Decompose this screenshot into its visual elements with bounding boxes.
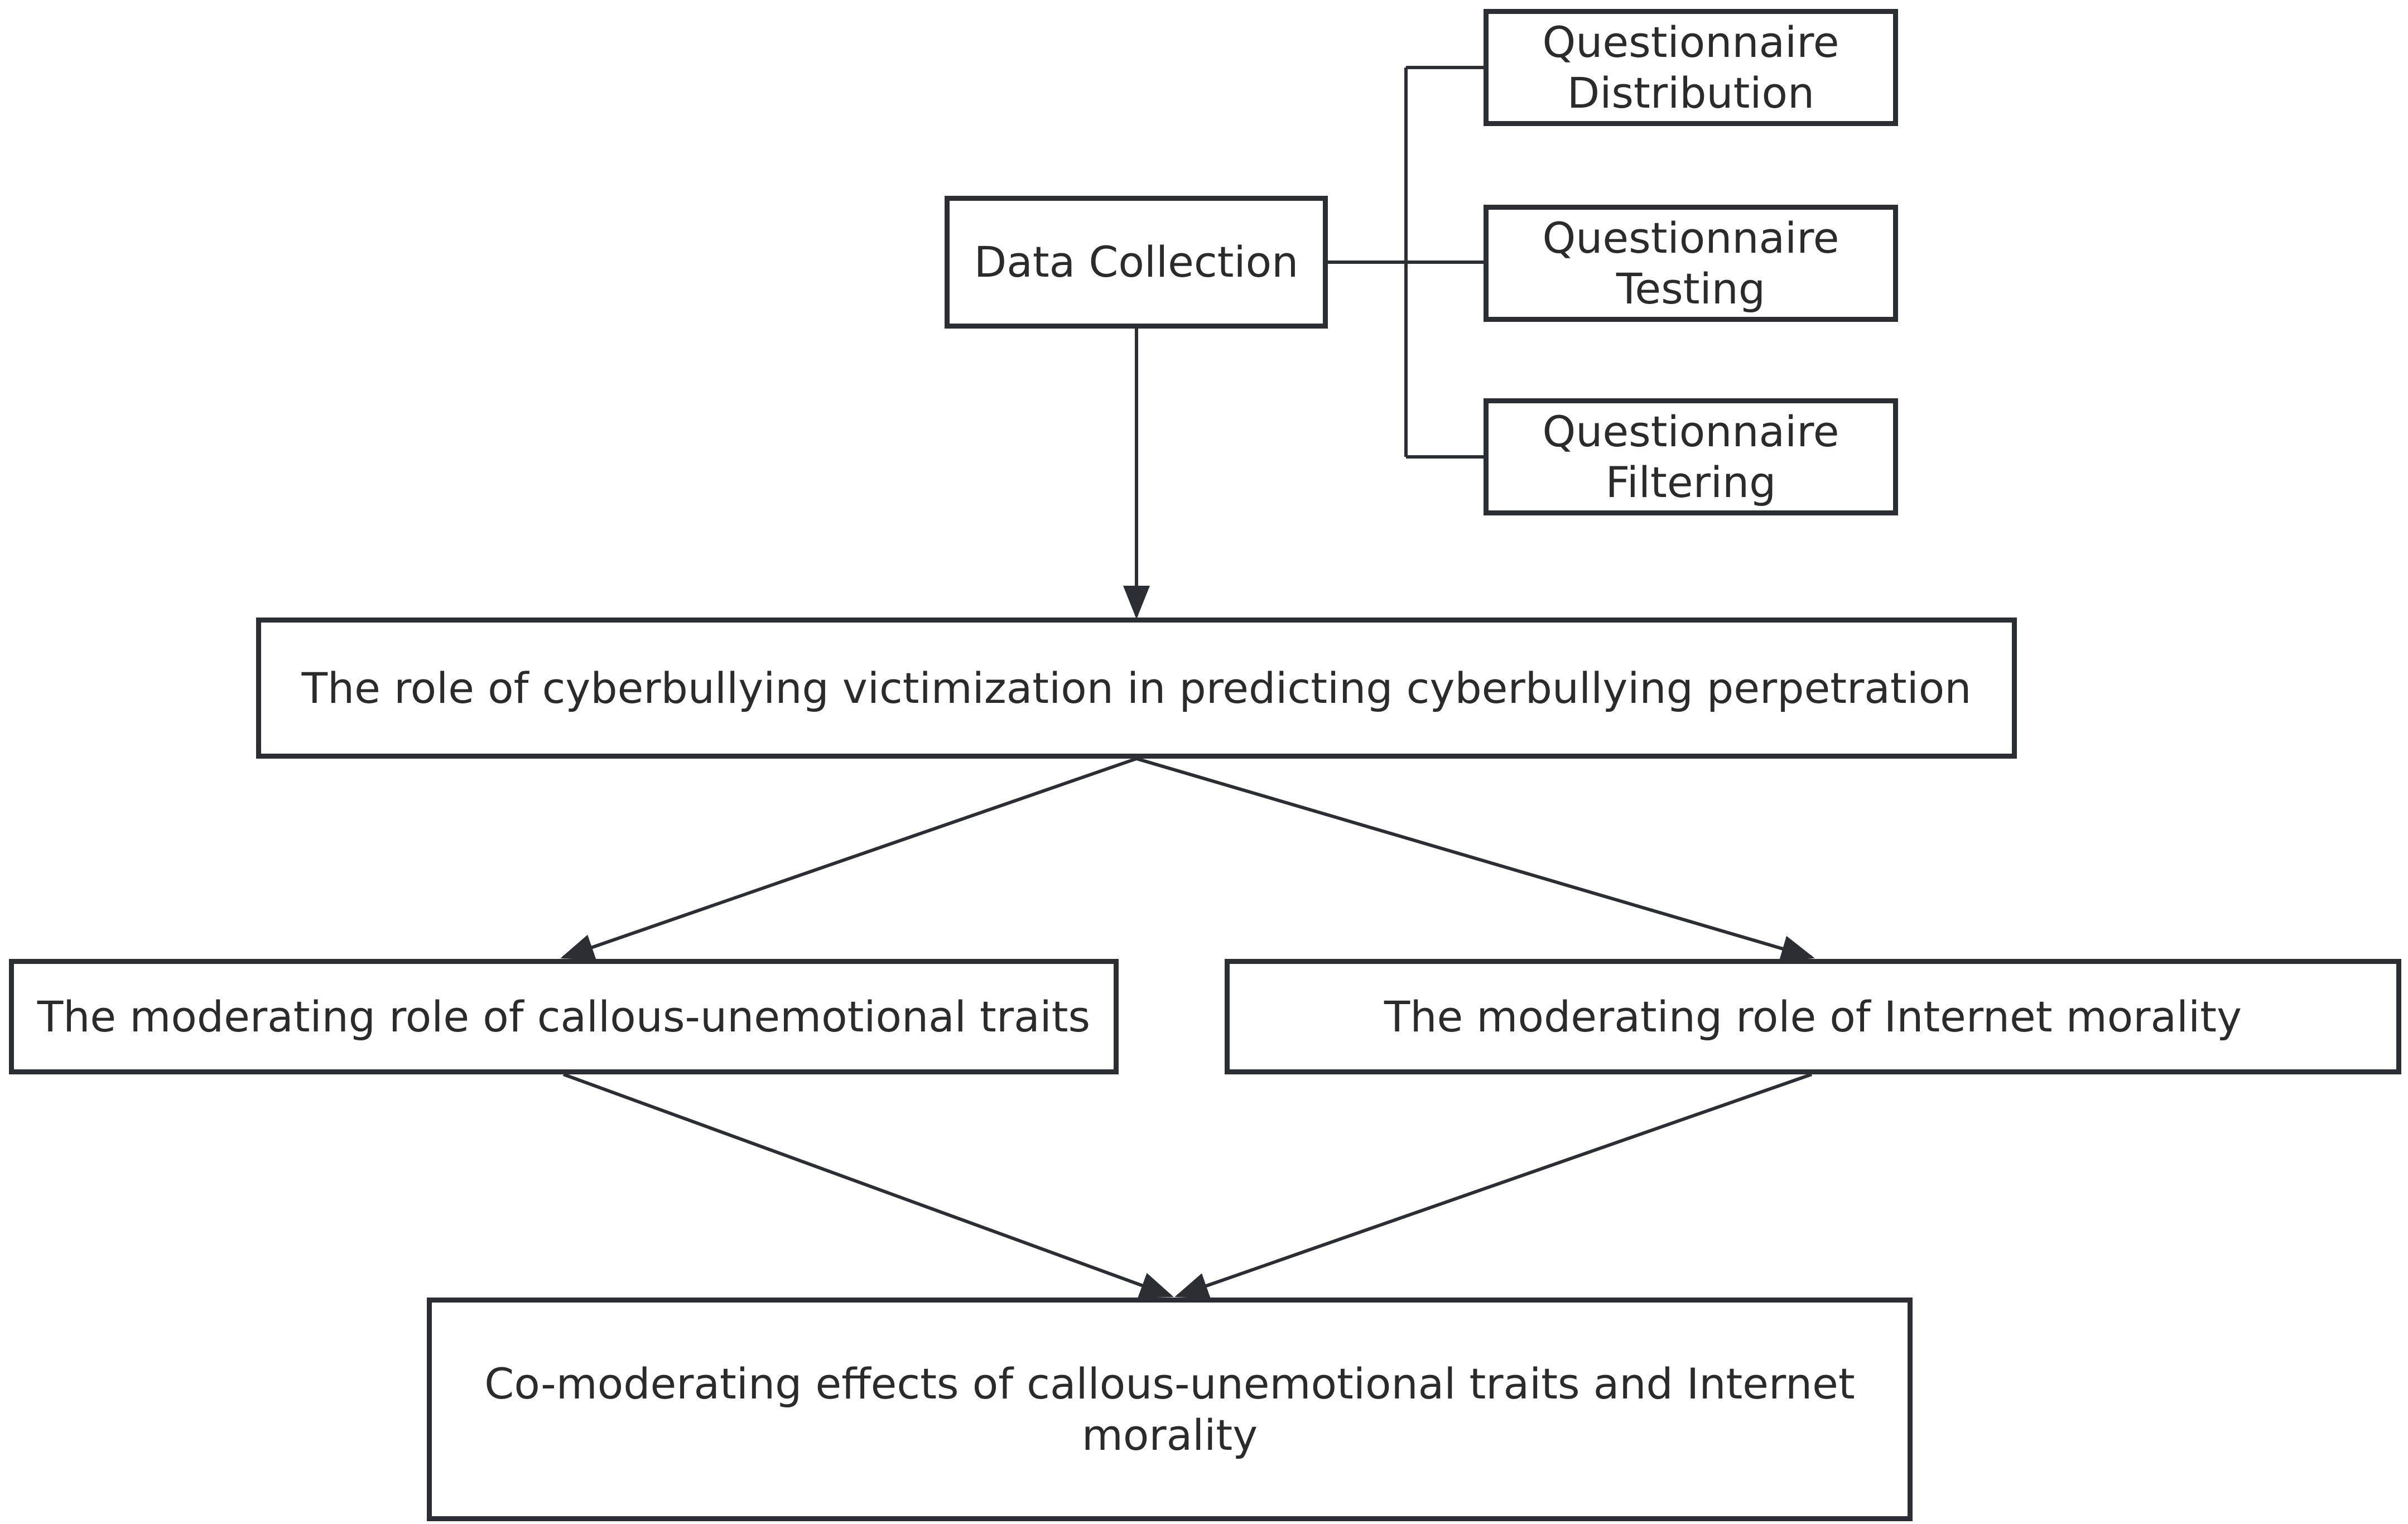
questionnaire-filtering-label: Questionnaire Filtering bbox=[1542, 406, 1839, 507]
questionnaire-distribution-label: Questionnaire Distribution bbox=[1542, 17, 1839, 118]
questionnaire-testing-label: Questionnaire Testing bbox=[1542, 213, 1839, 314]
main-role-label: The role of cyberbullying victimization … bbox=[301, 663, 1972, 713]
arrow-cu-traits-to-co bbox=[562, 1073, 1174, 1299]
co-moderating-effects-label: Co-moderating effects of callous-unemoti… bbox=[484, 1359, 1855, 1460]
data-collection-label: Data Collection bbox=[974, 237, 1299, 287]
main-role-box: The role of cyberbullying victimization … bbox=[256, 618, 2017, 759]
data-collection-box: Data Collection bbox=[945, 196, 1328, 329]
questionnaire-filtering-box: Questionnaire Filtering bbox=[1484, 398, 1898, 515]
arrow-main-to-cu-traits bbox=[560, 757, 1137, 960]
internet-morality-moderating-box: The moderating role of Internet morality bbox=[1225, 959, 2401, 1074]
questionnaire-bracket bbox=[1328, 66, 1484, 459]
co-moderating-effects-box: Co-moderating effects of callous-unemoti… bbox=[427, 1298, 1913, 1521]
arrow-main-to-internet-morality bbox=[1136, 757, 1815, 962]
internet-morality-moderating-label: The moderating role of Internet morality bbox=[1384, 991, 2242, 1041]
cu-traits-moderating-label: The moderating role of callous-unemotion… bbox=[37, 991, 1091, 1041]
arrow-internet-morality-to-co bbox=[1174, 1073, 1812, 1299]
questionnaire-distribution-box: Questionnaire Distribution bbox=[1484, 9, 1898, 126]
cu-traits-moderating-box: The moderating role of callous-unemotion… bbox=[9, 959, 1119, 1074]
questionnaire-testing-box: Questionnaire Testing bbox=[1484, 205, 1898, 322]
